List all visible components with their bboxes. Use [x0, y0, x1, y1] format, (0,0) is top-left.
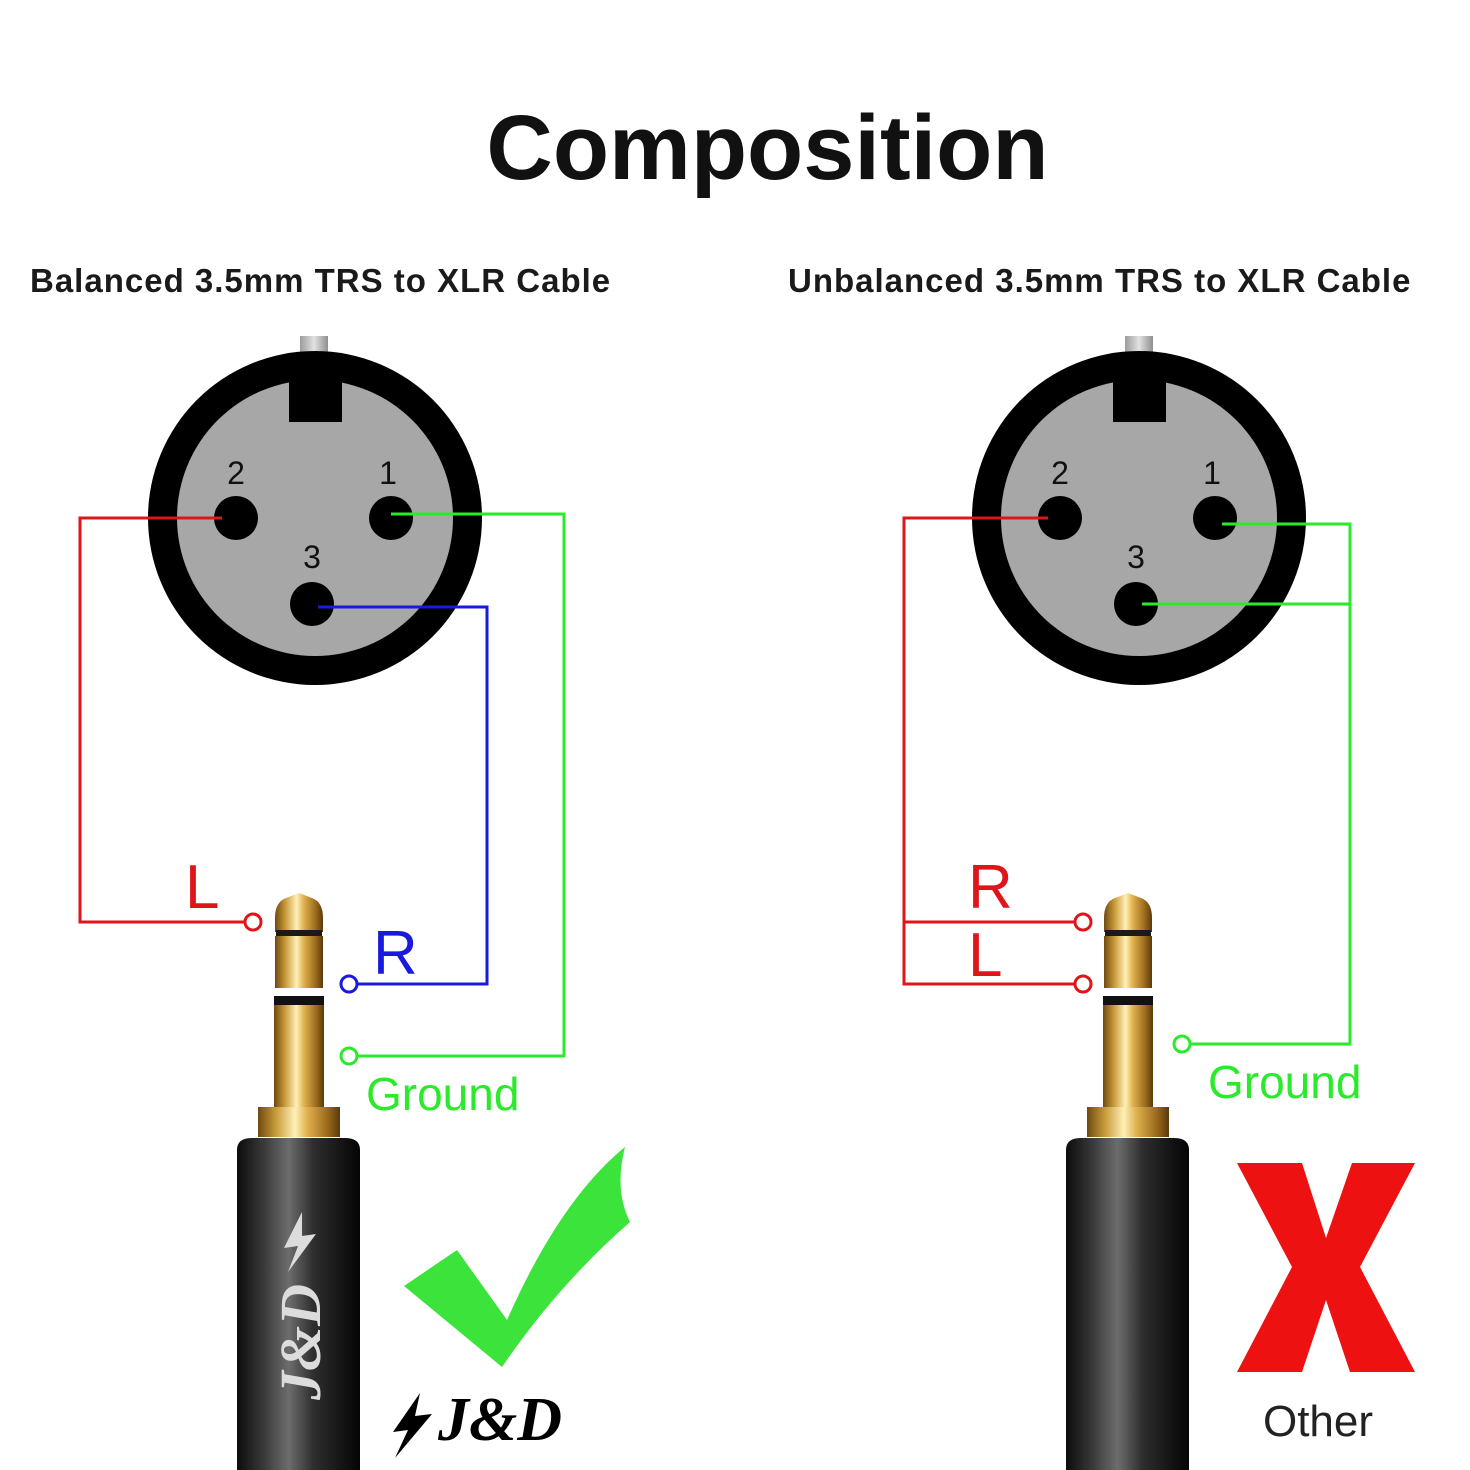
unbalanced-verdict: Other	[1237, 1163, 1415, 1446]
plug-insulator-1	[1105, 930, 1151, 936]
plug-brand: J&D	[268, 1284, 333, 1401]
pin-number-2: 2	[227, 455, 245, 491]
tip-terminal	[243, 912, 263, 932]
balanced-wires: L R Ground	[78, 512, 566, 1120]
label-l: L	[185, 853, 219, 922]
plug-tip	[275, 893, 323, 932]
pin-number-2: 2	[1051, 455, 1069, 491]
plug-sleeve	[274, 1005, 324, 1107]
plug-collar	[1087, 1107, 1169, 1137]
balanced-panel-title: Balanced 3.5mm TRS to XLR Cable	[30, 262, 612, 299]
xlr-latch-tab	[300, 336, 328, 356]
sleeve-terminal	[339, 1046, 359, 1066]
xlr-face	[1001, 380, 1277, 656]
checkmark-icon	[404, 1147, 630, 1367]
xlr-key-notch	[289, 376, 342, 422]
plug-collar	[258, 1107, 340, 1137]
xlr-pin-3	[1114, 582, 1158, 626]
ring-terminal	[339, 974, 359, 994]
wire-green	[357, 512, 566, 1058]
xlr-pin-3	[290, 582, 334, 626]
xlr-pin-1	[369, 496, 413, 540]
label-ground: Ground	[1208, 1056, 1361, 1108]
balanced-trs-plug: J&D	[237, 893, 360, 1470]
xlr-key-notch	[1113, 376, 1166, 422]
plug-ring	[1104, 936, 1152, 988]
plug-insulator-2	[274, 996, 324, 1005]
label-r: R	[373, 919, 418, 988]
wire-red	[78, 516, 245, 924]
plug-ring	[275, 936, 323, 988]
plug-sleeve	[1103, 1005, 1153, 1107]
pin-number-1: 1	[379, 455, 397, 491]
tip-terminal	[1073, 912, 1093, 932]
label-ground: Ground	[366, 1068, 519, 1120]
unbalanced-xlr-connector: 2 1 3	[972, 336, 1306, 685]
ring-terminal	[1073, 974, 1093, 994]
xlr-face	[177, 380, 453, 656]
pin-number-1: 1	[1203, 455, 1221, 491]
xlr-pin-1	[1193, 496, 1237, 540]
pin-number-3: 3	[1127, 539, 1145, 575]
plug-insulator-2	[1103, 996, 1153, 1005]
cross-icon	[1237, 1163, 1415, 1372]
lightning-icon	[284, 1212, 316, 1272]
lightning-bolt-icon	[393, 1393, 432, 1458]
wire-green	[1190, 522, 1352, 1046]
balanced-xlr-connector: 2 1 3	[148, 336, 482, 685]
xlr-latch-tab	[1125, 336, 1153, 356]
other-label: Other	[1263, 1397, 1373, 1446]
unbalanced-trs-plug	[1066, 893, 1189, 1470]
sleeve-terminal	[1172, 1034, 1192, 1054]
plug-tip	[1104, 893, 1152, 932]
xlr-pin-2	[1038, 496, 1082, 540]
label-l: L	[968, 921, 1002, 990]
unbalanced-panel-title: Unbalanced 3.5mm TRS to XLR Cable	[788, 262, 1412, 299]
wire-blue	[318, 605, 489, 986]
label-r: R	[968, 853, 1013, 922]
plug-insulator-1	[276, 930, 322, 936]
wire-red	[902, 516, 1075, 986]
pin-number-3: 3	[303, 539, 321, 575]
xlr-pin-2	[214, 496, 258, 540]
unbalanced-wires: R L Ground	[902, 516, 1361, 1108]
balanced-verdict: J&D	[393, 1147, 630, 1458]
page-title: Composition	[486, 97, 1049, 199]
plug-barrel	[237, 1138, 360, 1470]
plug-barrel	[1066, 1138, 1189, 1470]
brand-logo: J&D	[437, 1386, 562, 1454]
